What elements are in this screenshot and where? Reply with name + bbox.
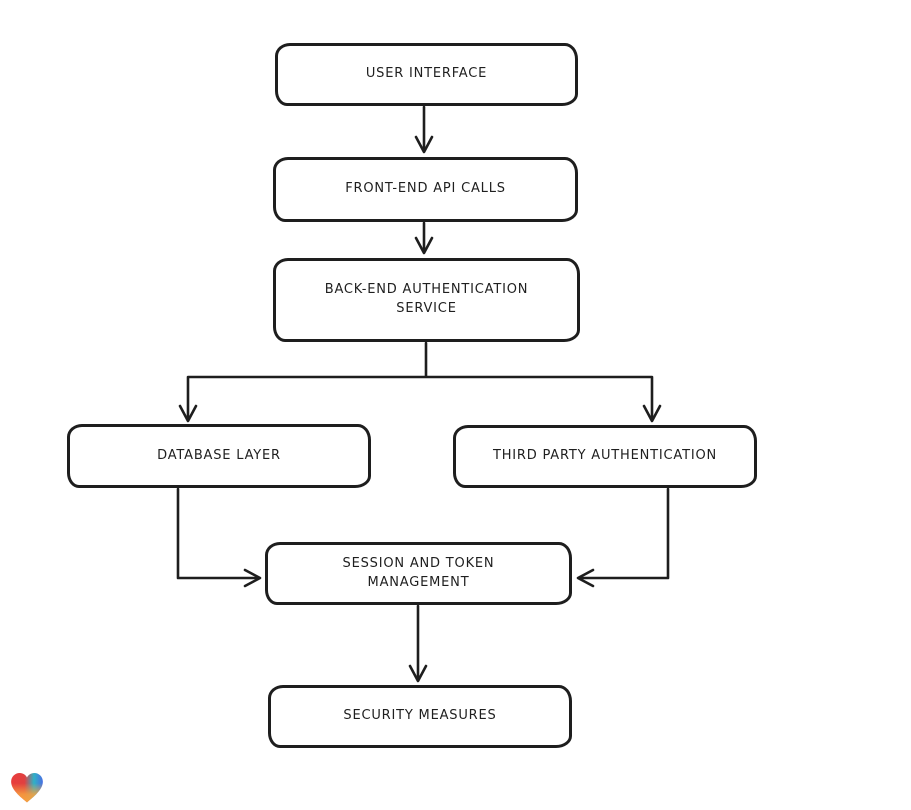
connector-third-party-to-session bbox=[576, 487, 670, 588]
arrowhead-down-icon bbox=[408, 664, 428, 683]
node-user-interface: USER INTERFACE bbox=[275, 43, 578, 106]
node-label: BACK-END AUTHENTICATION SERVICE bbox=[324, 282, 529, 316]
node-third-party-authentication: THIRD PARTY AUTHENTICATION bbox=[453, 425, 757, 488]
heart-icon bbox=[11, 772, 43, 803]
arrowhead-right-icon bbox=[243, 568, 262, 588]
arrowhead-down-icon bbox=[178, 404, 198, 423]
node-label: SECURITY MEASURES bbox=[343, 708, 497, 724]
arrowhead-down-icon bbox=[414, 135, 434, 154]
node-front-end-api-calls: FRONT-END API CALLS bbox=[273, 157, 578, 222]
node-session-and-token-management: SESSION AND TOKEN MANAGEMENT bbox=[265, 542, 572, 605]
node-label: DATABASE LAYER bbox=[157, 447, 281, 463]
node-database-layer: DATABASE LAYER bbox=[67, 424, 371, 488]
node-label: FRONT-END API CALLS bbox=[345, 181, 506, 197]
arrowhead-down-icon bbox=[642, 404, 662, 423]
connector-user-interface-to-front-end bbox=[414, 105, 434, 154]
connector-database-to-session bbox=[176, 487, 262, 588]
node-security-measures: SECURITY MEASURES bbox=[268, 685, 572, 748]
node-label: SESSION AND TOKEN MANAGEMENT bbox=[342, 555, 495, 590]
node-label: THIRD PARTY AUTHENTICATION bbox=[492, 448, 718, 464]
node-back-end-authentication-service: BACK-END AUTHENTICATION SERVICE bbox=[273, 258, 580, 342]
lovable-heart-logo[interactable] bbox=[8, 770, 46, 804]
arrowhead-down-icon bbox=[414, 236, 434, 255]
node-label: USER INTERFACE bbox=[365, 66, 488, 82]
connector-front-end-to-back-end bbox=[414, 221, 434, 255]
connector-back-end-branch bbox=[178, 341, 662, 423]
connector-session-to-security bbox=[408, 604, 428, 683]
arrowhead-left-icon bbox=[576, 568, 595, 588]
